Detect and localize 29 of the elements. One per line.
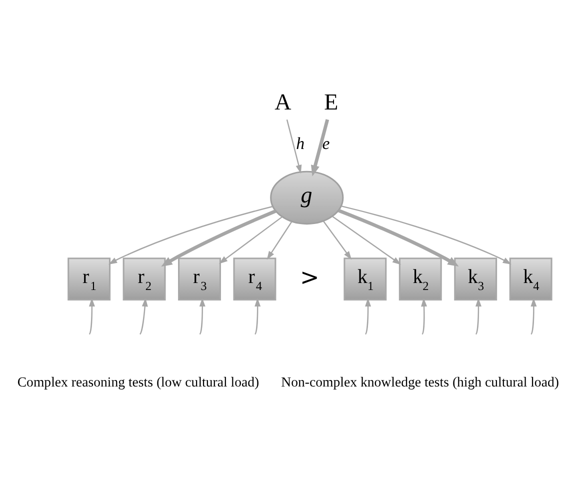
- arrow: [199, 297, 206, 334]
- arrow: [108, 205, 273, 264]
- edge-label: e: [322, 134, 330, 153]
- label: >: [300, 264, 320, 290]
- arrow: [286, 118, 302, 174]
- node-box: r$_{2}$: [122, 257, 166, 300]
- node-box: r$_{4}$: [233, 257, 276, 300]
- node-box: r$_{1}$: [68, 257, 111, 300]
- arrow: [218, 216, 283, 264]
- node-box: r$_{3}$: [178, 257, 221, 300]
- node-ellipse: g: [270, 170, 344, 224]
- label: Complex reasoning tests (low cultural load): [17, 374, 260, 389]
- arrow: [421, 297, 428, 334]
- node-box: k$_{3}$: [454, 257, 498, 300]
- label: Non-complex knowledge tests (high cultural load): [281, 374, 559, 389]
- arrow: [322, 220, 352, 260]
- arrow: [310, 118, 330, 176]
- node-text: A: [274, 89, 292, 114]
- arrow: [338, 208, 459, 266]
- node-text: E: [324, 89, 338, 114]
- arrow: [161, 209, 276, 266]
- arrow: [88, 297, 95, 334]
- node-box: k$_{1}$: [344, 257, 387, 300]
- arrow: [332, 215, 402, 264]
- arrow: [340, 204, 512, 264]
- arrow: [266, 220, 292, 260]
- node-box: k$_{4}$: [509, 257, 552, 300]
- node-box: k$_{2}$: [398, 257, 442, 300]
- edge-label: h: [296, 134, 305, 153]
